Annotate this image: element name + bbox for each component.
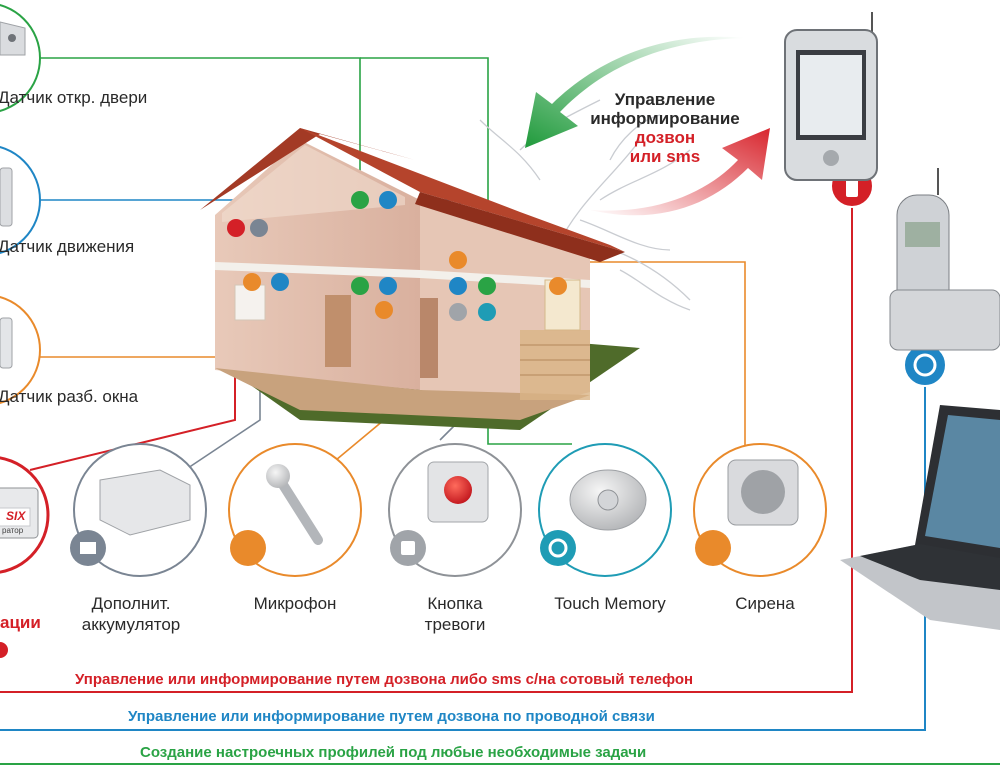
- landline-phone: [889, 168, 1000, 351]
- arrow-incoming-icon: [525, 36, 745, 148]
- strip-profiles: Создание настроечных профилей под любые …: [140, 744, 647, 761]
- header-line1: Управление: [614, 90, 716, 109]
- controller-label: ации: [0, 613, 41, 632]
- controller-brand: SIX: [6, 509, 26, 523]
- controller-unit: [0, 456, 50, 658]
- sensor-window-label: Датчик разб. окна: [0, 387, 139, 406]
- device-siren-label: Сирена: [735, 594, 795, 613]
- sensor-motion-label: Датчик движения: [0, 237, 135, 256]
- device-alarm-button-label: Кнопка тревоги: [424, 594, 486, 634]
- device-battery-label: Дополнит. аккумулятор: [81, 594, 181, 634]
- device-battery: [70, 443, 207, 577]
- header-line2: информирование: [590, 109, 740, 128]
- laptop: [840, 405, 1000, 630]
- device-microphone: [228, 443, 362, 577]
- header-line4: или sms: [629, 147, 701, 166]
- controller-sub: ратор: [2, 526, 24, 535]
- strip-cellular: Управление или информирование путем дозв…: [75, 671, 694, 688]
- sensor-motion: [0, 146, 41, 254]
- sensor-window: [0, 296, 41, 404]
- device-touch-memory: [538, 443, 672, 577]
- header-control: Управление информирование дозвон или sms: [565, 90, 765, 166]
- device-alarm-button: [388, 443, 522, 577]
- device-siren: [693, 443, 827, 577]
- header-line3: дозвон: [634, 128, 696, 147]
- device-microphone-label: Микрофон: [253, 594, 337, 613]
- device-touch-memory-label: Touch Memory: [554, 594, 666, 613]
- strip-landline: Управление или информирование путем дозв…: [128, 708, 655, 725]
- house-illustration: [200, 128, 640, 430]
- sensor-door: [0, 4, 41, 112]
- sensor-door-label: Датчик откр. двери: [0, 88, 148, 107]
- mobile-phone: [784, 12, 878, 181]
- arrow-outgoing-icon: [590, 128, 770, 216]
